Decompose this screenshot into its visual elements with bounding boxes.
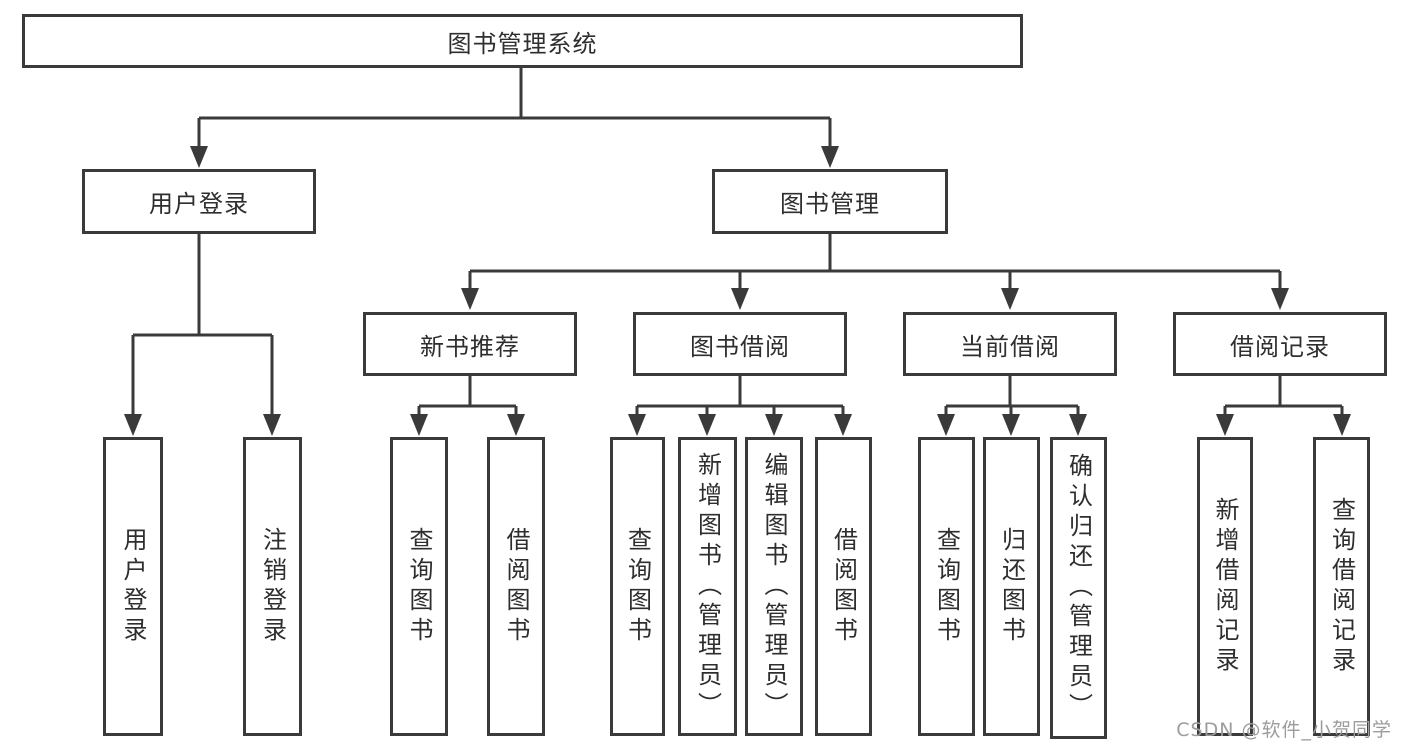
leaf-edit-books-admin: 编辑图书（管理员） bbox=[745, 437, 803, 736]
leaf-add-borrow-record-label: 新增借阅记录 bbox=[1211, 496, 1239, 677]
leaf-borrow-books-label: 借阅图书 bbox=[829, 526, 858, 647]
leaf-borrow-books-recommend-label: 借阅图书 bbox=[502, 526, 530, 647]
arrow-down-icon bbox=[507, 414, 525, 436]
arrow-down-icon bbox=[628, 414, 646, 436]
leaf-query-books-borrow-label: 查询图书 bbox=[623, 526, 652, 647]
node-borrowing-records-label: 借阅记录 bbox=[1230, 332, 1330, 361]
leaf-query-borrow-record: 查询借阅记录 bbox=[1313, 437, 1370, 736]
arrow-down-icon bbox=[461, 288, 479, 310]
leaf-query-books-borrow: 查询图书 bbox=[610, 437, 665, 736]
leaf-edit-books-admin-label: 编辑图书（管理员） bbox=[760, 451, 788, 722]
arrow-down-icon bbox=[1002, 414, 1020, 436]
leaf-query-books-current-label: 查询图书 bbox=[932, 526, 961, 647]
leaf-user-login: 用户登录 bbox=[103, 437, 163, 736]
arrow-down-icon bbox=[1001, 288, 1019, 310]
leaf-add-borrow-record: 新增借阅记录 bbox=[1197, 437, 1253, 736]
leaf-borrow-books: 借阅图书 bbox=[815, 437, 872, 736]
node-book-management: 图书管理 bbox=[712, 169, 948, 234]
tree-edges bbox=[131, 68, 1344, 418]
node-user-login: 用户登录 bbox=[82, 169, 316, 234]
arrow-down-icon bbox=[1271, 288, 1289, 310]
node-book-management-label: 图书管理 bbox=[780, 190, 880, 218]
csdn-watermark: CSDN @软件_小贺同学 bbox=[1176, 719, 1392, 741]
leaf-query-books-recommend-label: 查询图书 bbox=[405, 526, 433, 647]
arrow-down-icon bbox=[1069, 414, 1087, 436]
arrow-down-icon bbox=[821, 146, 839, 168]
leaf-user-login-label: 用户登录 bbox=[119, 526, 147, 647]
node-book-borrowing-label: 图书借阅 bbox=[690, 332, 790, 361]
leaf-return-books: 归还图书 bbox=[983, 437, 1040, 736]
arrowheads bbox=[124, 146, 1351, 436]
arrow-down-icon bbox=[765, 414, 783, 436]
leaf-query-books-current: 查询图书 bbox=[918, 437, 975, 736]
node-current-borrowing-label: 当前借阅 bbox=[960, 332, 1060, 361]
leaf-confirm-return-admin: 确认归还（管理员） bbox=[1050, 437, 1107, 739]
arrow-down-icon bbox=[410, 414, 428, 436]
node-current-borrowing: 当前借阅 bbox=[903, 312, 1117, 376]
arrow-down-icon bbox=[1216, 414, 1234, 436]
leaf-borrow-books-recommend: 借阅图书 bbox=[487, 437, 545, 736]
node-root-label: 图书管理系统 bbox=[447, 29, 598, 58]
arrow-down-icon bbox=[937, 414, 955, 436]
leaf-add-books-admin-label: 新增图书（管理员） bbox=[693, 451, 722, 722]
arrow-down-icon bbox=[124, 414, 142, 436]
arrow-down-icon bbox=[190, 146, 208, 168]
leaf-query-borrow-record-label: 查询借阅记录 bbox=[1327, 496, 1356, 677]
leaf-return-books-label: 归还图书 bbox=[997, 526, 1026, 647]
arrow-down-icon bbox=[1333, 414, 1351, 436]
node-root: 图书管理系统 bbox=[22, 14, 1023, 68]
arrow-down-icon bbox=[263, 414, 281, 436]
leaf-confirm-return-admin-label: 确认归还（管理员） bbox=[1064, 453, 1093, 723]
node-new-book-recommend: 新书推荐 bbox=[363, 312, 577, 376]
arrow-down-icon bbox=[731, 288, 749, 310]
node-book-borrowing: 图书借阅 bbox=[633, 312, 847, 376]
leaf-query-books-recommend: 查询图书 bbox=[390, 437, 448, 736]
arrow-down-icon bbox=[834, 414, 852, 436]
node-borrowing-records: 借阅记录 bbox=[1173, 312, 1387, 376]
leaf-logout: 注销登录 bbox=[243, 437, 302, 736]
node-user-login-label: 用户登录 bbox=[149, 190, 249, 218]
leaf-logout-label: 注销登录 bbox=[258, 526, 287, 647]
node-new-book-recommend-label: 新书推荐 bbox=[420, 332, 520, 361]
arrow-down-icon bbox=[698, 414, 716, 436]
leaf-add-books-admin: 新增图书（管理员） bbox=[678, 437, 737, 736]
